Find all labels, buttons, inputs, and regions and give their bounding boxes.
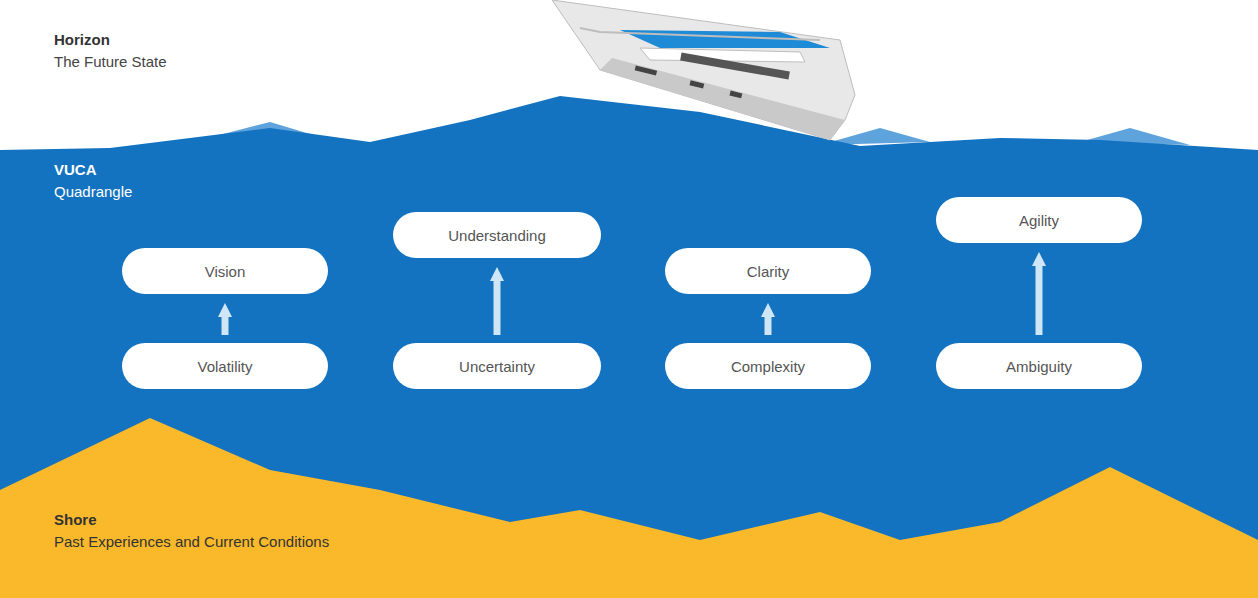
node-label: Agility xyxy=(1019,212,1059,229)
shore-subtitle: Past Experiences and Current Conditions xyxy=(54,533,329,550)
up-arrow xyxy=(494,274,501,335)
node-label: Clarity xyxy=(747,263,790,280)
pill-box: Complexity xyxy=(665,343,871,389)
horizon-title: Horizon xyxy=(54,31,110,48)
node-label: Vision xyxy=(205,263,246,280)
shore-title: Shore xyxy=(54,511,97,528)
pill-box: Understanding xyxy=(393,212,601,258)
pill-box: Ambiguity xyxy=(936,343,1142,389)
node-label: Ambiguity xyxy=(1006,358,1072,375)
vuca-title: VUCA xyxy=(54,161,97,178)
node-label: Volatility xyxy=(197,358,252,375)
pill-box: Volatility xyxy=(122,343,328,389)
up-arrow xyxy=(765,310,772,335)
node-label: Complexity xyxy=(731,358,805,375)
pill-box: Clarity xyxy=(665,248,871,294)
up-arrow xyxy=(222,310,229,335)
boat xyxy=(552,0,855,140)
up-arrow xyxy=(1036,259,1043,335)
node-label: Uncertainty xyxy=(459,358,535,375)
pill-box: Vision xyxy=(122,248,328,294)
horizon-subtitle: The Future State xyxy=(54,53,167,70)
sea xyxy=(0,96,1258,598)
shore xyxy=(0,418,1258,598)
pill-box: Agility xyxy=(936,197,1142,243)
pill-box: Uncertainty xyxy=(393,343,601,389)
node-label: Understanding xyxy=(448,227,546,244)
vuca-subtitle: Quadrangle xyxy=(54,183,132,200)
